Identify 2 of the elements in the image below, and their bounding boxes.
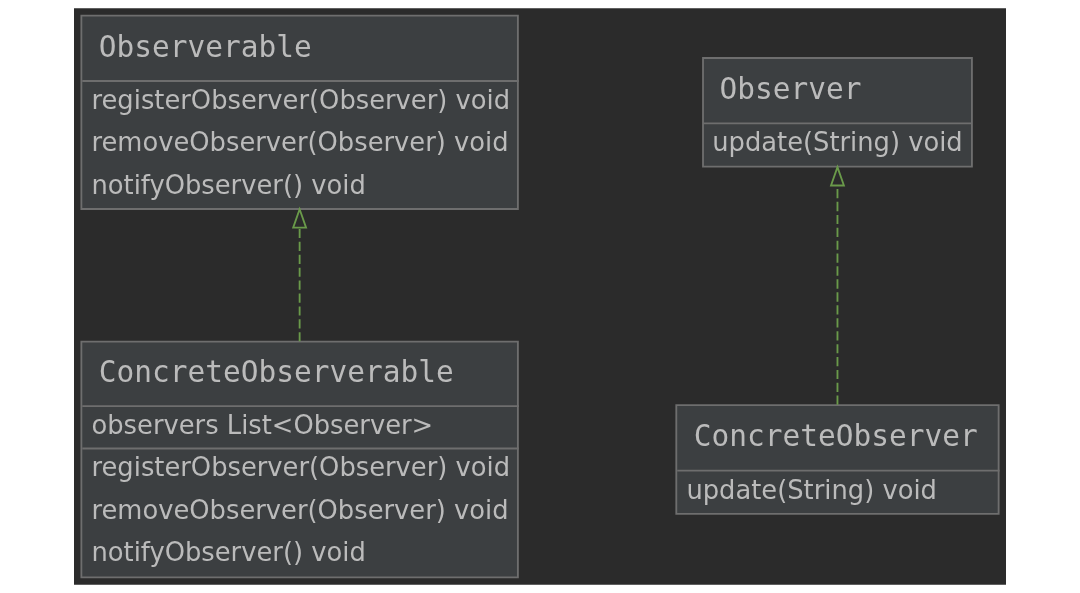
arrow	[829, 164, 846, 406]
arrow	[291, 206, 308, 343]
